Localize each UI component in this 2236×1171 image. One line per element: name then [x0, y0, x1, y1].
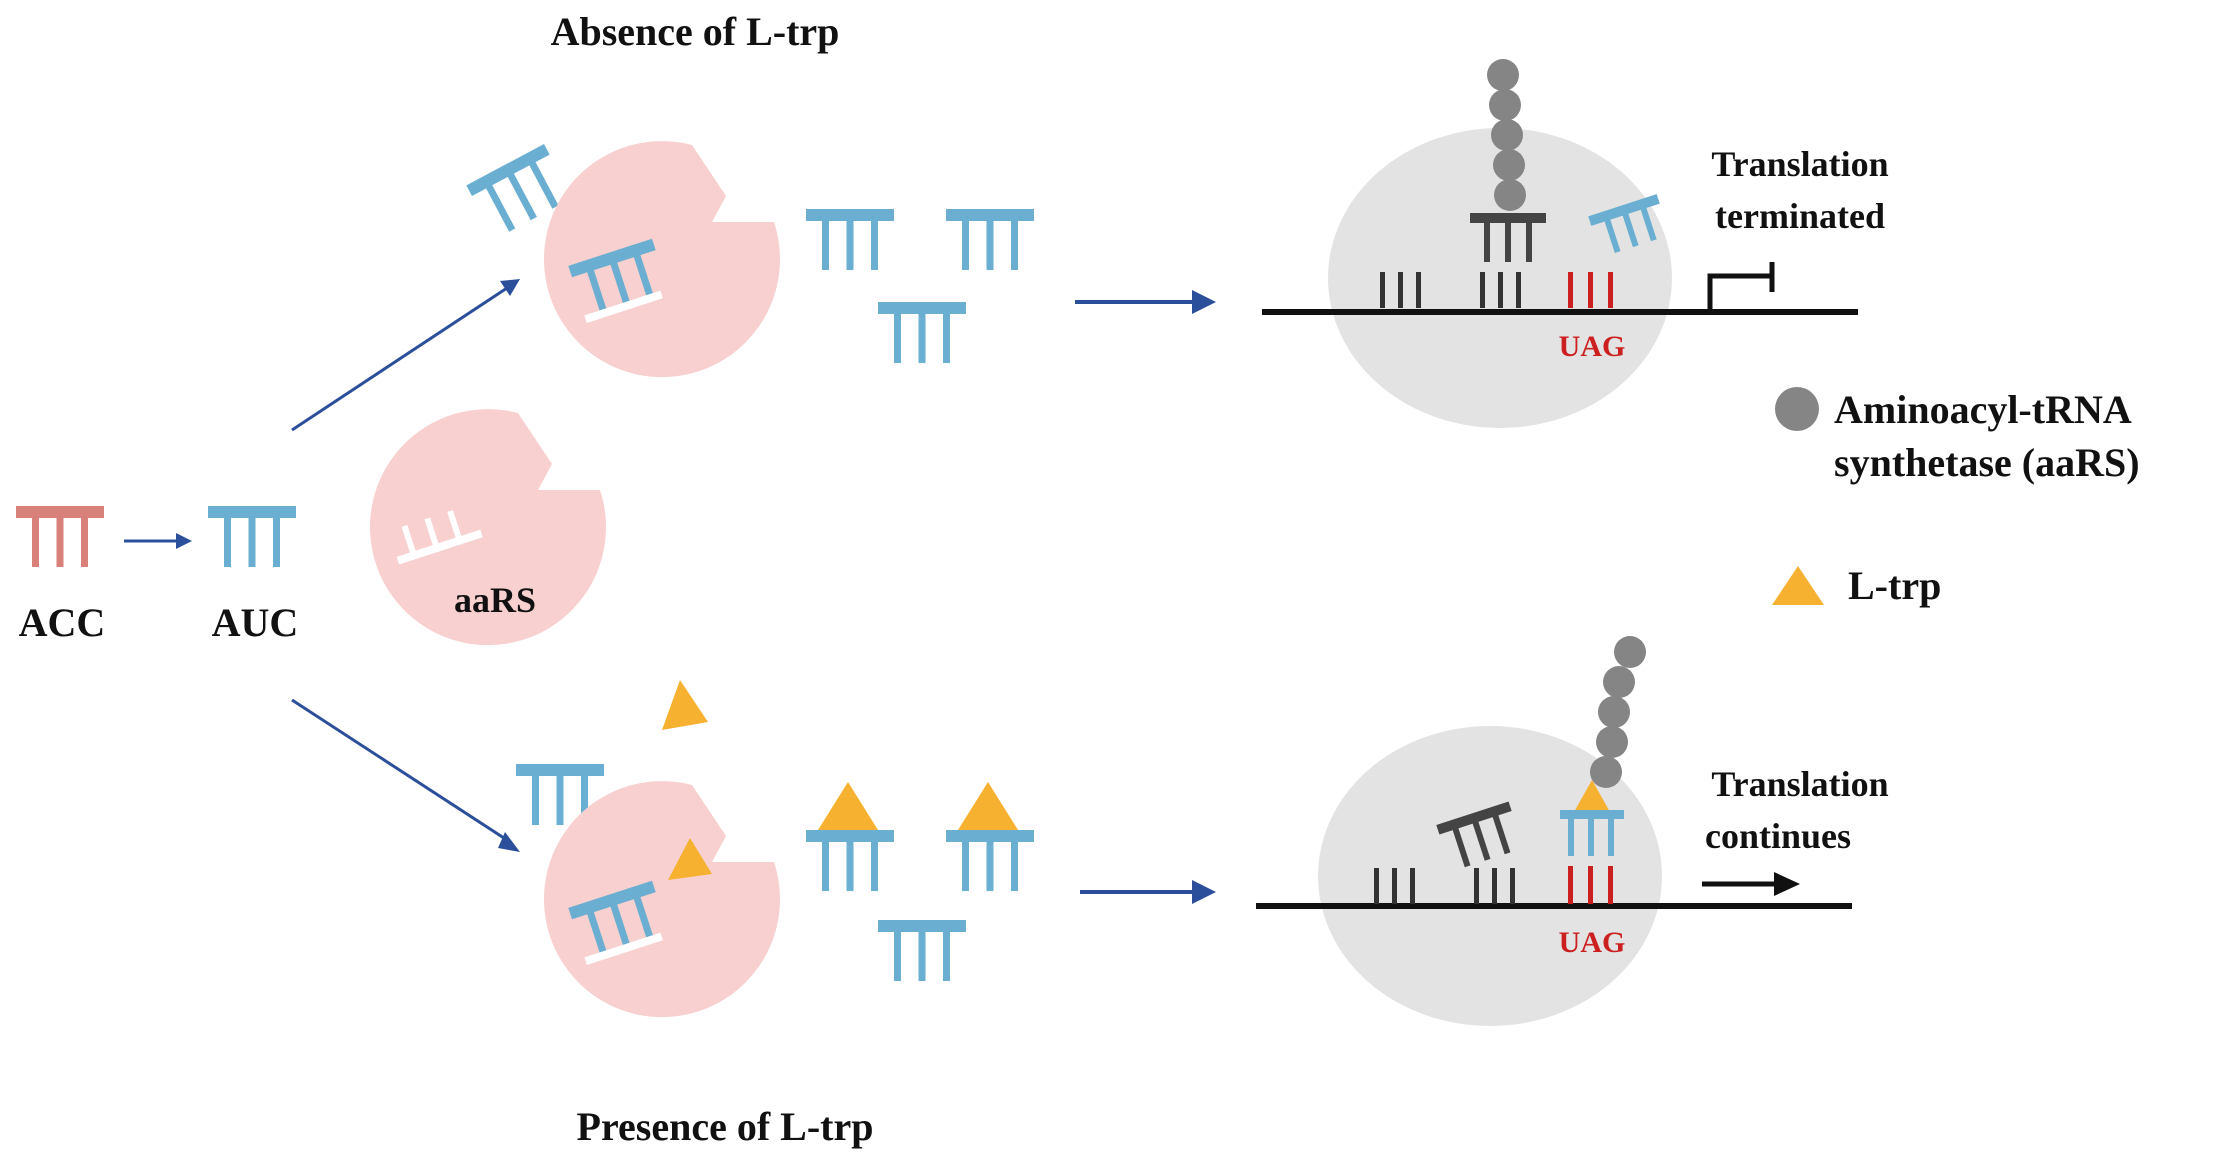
legend-ltrp-icon — [1772, 566, 1824, 605]
arrowhead-presence — [1192, 880, 1216, 904]
branch-arrowhead-absence — [500, 279, 520, 296]
suppressor-trna-presence — [1560, 780, 1624, 856]
trna-mutant — [208, 506, 296, 567]
absence-title: Absence of L-trp — [551, 9, 840, 54]
peptide-chain-absence — [1487, 59, 1526, 211]
uag-label-absence: UAG — [1559, 330, 1626, 363]
empty-trna-absence — [1588, 194, 1660, 253]
aars-enzyme-center — [369, 409, 606, 646]
branch-arrowhead-presence — [498, 832, 520, 852]
continues-label-line1: Translation — [1711, 764, 1888, 804]
aars-enzyme-presence — [543, 781, 780, 1018]
codon-marks-presence-2 — [1474, 868, 1515, 904]
trna-free-3 — [878, 302, 966, 363]
presence-title: Presence of L-trp — [577, 1104, 874, 1149]
trna-free-2 — [946, 209, 1034, 270]
legend-aars-label-line2: synthetase (aaRS) — [1834, 440, 2140, 485]
ltrp-bound — [668, 838, 712, 880]
charged-trna-1 — [806, 782, 894, 891]
peptide-chain-presence — [1590, 636, 1646, 788]
uag-label-presence: UAG — [1559, 926, 1626, 959]
branch-arrow-absence — [291, 284, 511, 432]
branch-arrow-presence — [291, 698, 511, 844]
codon-marks-presence-1 — [1374, 868, 1415, 904]
aars-enzyme-absence — [543, 141, 780, 378]
stop-codon-marks-presence — [1568, 866, 1613, 904]
mutation-arrowhead — [176, 533, 192, 549]
arrowhead-absence — [1192, 290, 1216, 314]
legend-ltrp-label: L-trp — [1848, 563, 1941, 608]
terminated-label-line1: Translation — [1711, 144, 1888, 184]
legend-aars-label-line1: Aminoacyl-tRNA — [1834, 387, 2132, 432]
trna-original — [16, 506, 104, 567]
anticodon-mutant-label: AUC — [212, 600, 299, 645]
stop-codon-marks-absence — [1568, 272, 1613, 308]
trna-free-1 — [806, 209, 894, 270]
continues-arrowhead — [1774, 872, 1800, 896]
anticodon-original-label: ACC — [19, 600, 106, 645]
codon-marks-absence-1 — [1380, 272, 1421, 308]
codon-marks-absence-2 — [1480, 272, 1521, 308]
aars-label: aaRS — [454, 580, 536, 620]
legend-aars-icon — [1775, 387, 1819, 431]
ribosome-presence — [1318, 726, 1662, 1026]
continues-label-line2: continues — [1705, 816, 1851, 856]
ltrp-free — [662, 680, 708, 730]
charged-trna-2 — [946, 782, 1034, 891]
termination-symbol — [1707, 262, 1775, 312]
trna-free-presence — [878, 920, 966, 981]
terminated-label-line2: terminated — [1715, 196, 1885, 236]
